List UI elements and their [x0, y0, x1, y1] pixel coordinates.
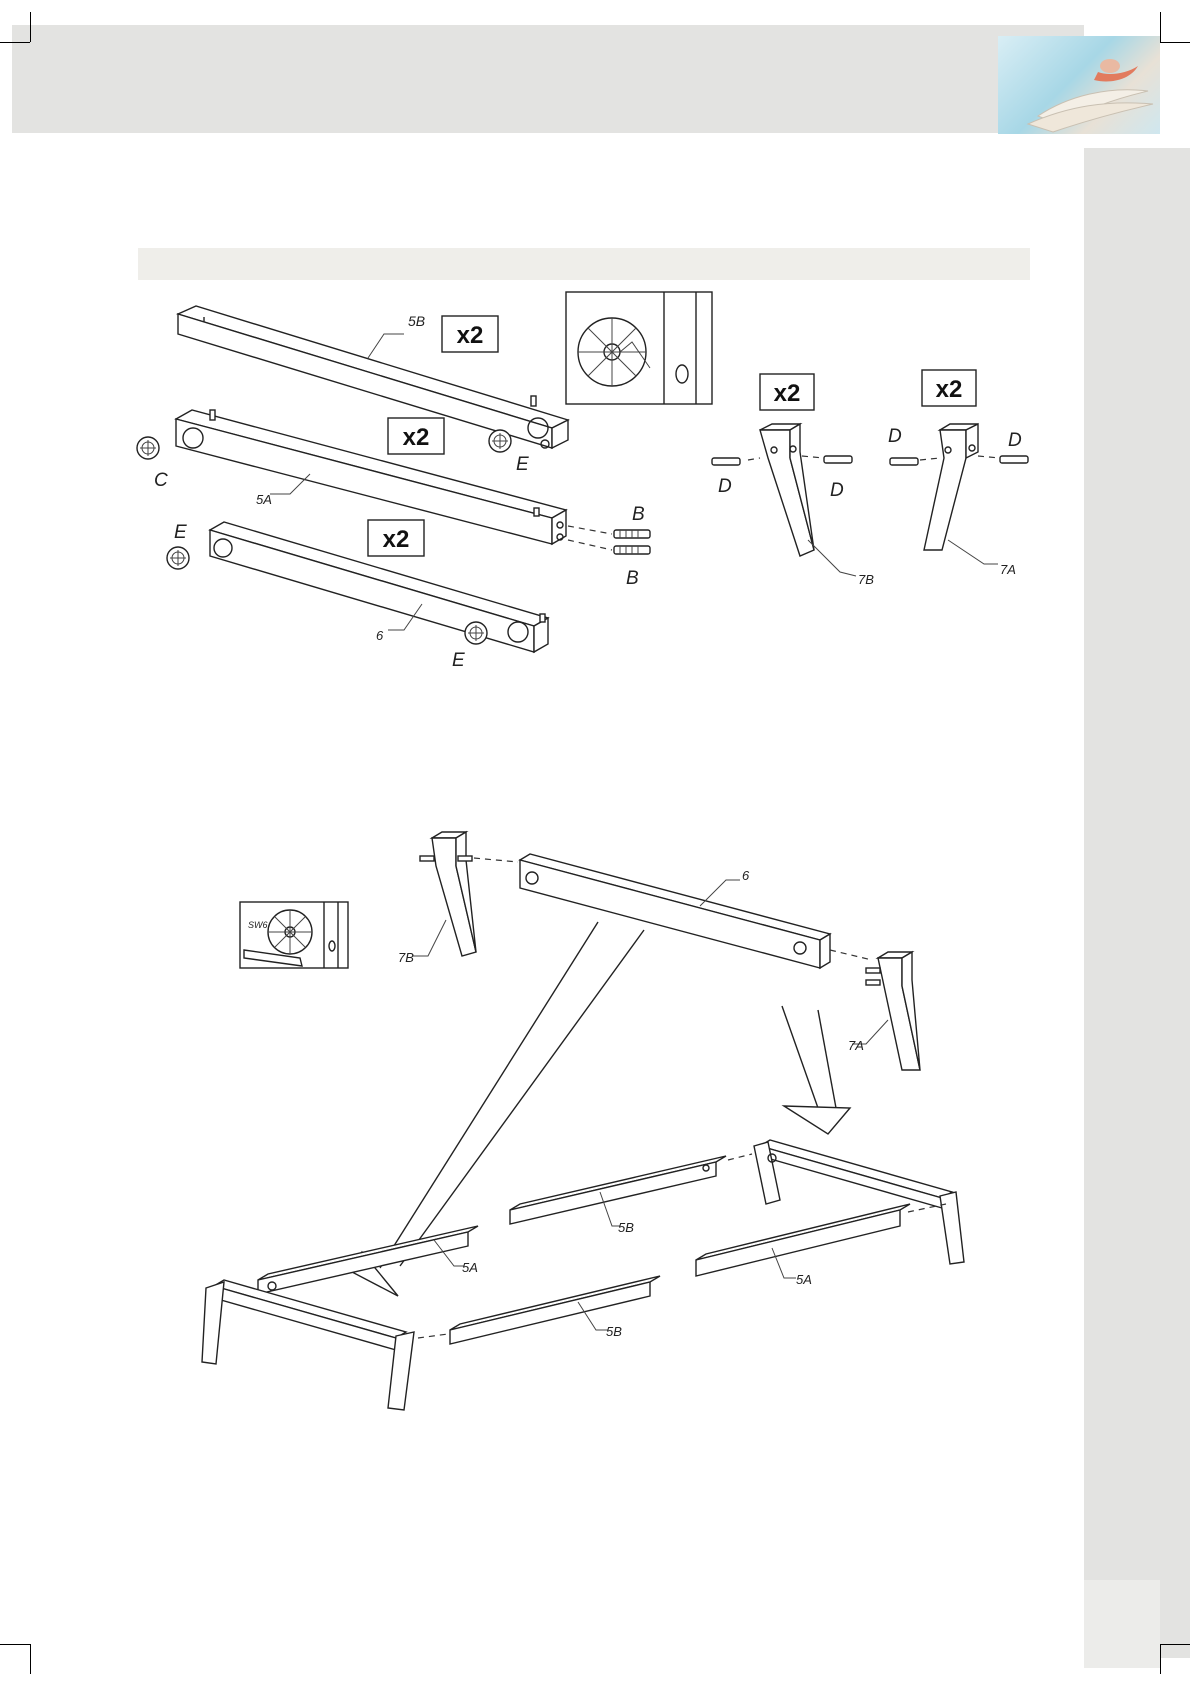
cam-e-left: [167, 547, 189, 569]
label-cam-e-2: E: [174, 522, 187, 543]
leader-lines-legs: [808, 540, 998, 576]
tool-label: SW6: [248, 920, 268, 930]
label-leg-7a-step2: 7A: [848, 1038, 864, 1053]
label-bolt-b-2: B: [626, 568, 639, 589]
label-bolt-b-1: B: [632, 504, 645, 525]
arrow-down-left: [352, 922, 644, 1296]
leg-7a-step2: [866, 952, 920, 1070]
bolt-b-upper: [568, 526, 650, 538]
cam-detail-inset: [566, 292, 712, 404]
dowel-d-1: [712, 458, 760, 465]
qty-box-5a: x2: [388, 418, 444, 454]
qty-label-5a: x2: [403, 424, 430, 451]
label-5b: 5B: [408, 313, 425, 329]
qty-label-7a: x2: [936, 376, 963, 403]
label-6: 6: [376, 628, 384, 643]
qty-label-7b: x2: [774, 380, 801, 407]
frame-end-left: [202, 1280, 414, 1410]
label-rail-5a-left: 5A: [462, 1260, 478, 1275]
cam-c: [137, 437, 159, 459]
label-dowel-d-4: D: [1008, 430, 1022, 451]
label-rail-5a-right: 5A: [796, 1272, 812, 1287]
label-dowel-d-2: D: [830, 480, 844, 501]
qty-box-7a: x2: [922, 370, 976, 406]
cam-e-top: [489, 430, 511, 452]
label-rail-5b-front: 5B: [606, 1324, 622, 1339]
rail-5a-right: [696, 1204, 946, 1276]
qty-box-6: x2: [368, 520, 424, 556]
label-5a: 5A: [256, 492, 272, 507]
label-cam-e-3: E: [452, 650, 465, 671]
arrow-down-right: [782, 1006, 850, 1134]
label-leg-7b-step2: 7B: [398, 950, 414, 965]
leg-7b: [760, 424, 814, 556]
bolt-b-lower: [568, 540, 650, 554]
qty-label-5b: x2: [457, 322, 484, 349]
label-cam-c: C: [154, 470, 168, 491]
label-rail-5b-mid: 5B: [618, 1220, 634, 1235]
label-dowel-d-1: D: [718, 476, 732, 497]
label-dowel-d-3: D: [888, 426, 902, 447]
rail-6-step2: [520, 854, 872, 968]
tool-inset: SW6: [240, 902, 348, 968]
rail-5b-front: [418, 1276, 660, 1344]
label-rail-6-step2: 6: [742, 868, 750, 883]
rail-5a-left: [258, 1226, 478, 1294]
qty-label-6: x2: [383, 526, 410, 553]
cam-e-bottom: [465, 622, 487, 644]
leg-7a: [924, 424, 978, 550]
label-leg-7b: 7B: [858, 572, 874, 587]
dowel-d-2: [802, 456, 852, 463]
dowel-d-4: [978, 456, 1028, 463]
dowel-d-3: [890, 458, 940, 465]
qty-box-7b: x2: [760, 374, 814, 410]
rail-5b-mid: [510, 1154, 752, 1224]
qty-box-5b: x2: [442, 316, 498, 352]
label-cam-e-1: E: [516, 454, 529, 475]
leg-7b-step2: [420, 832, 518, 956]
label-leg-7a: 7A: [1000, 562, 1016, 577]
